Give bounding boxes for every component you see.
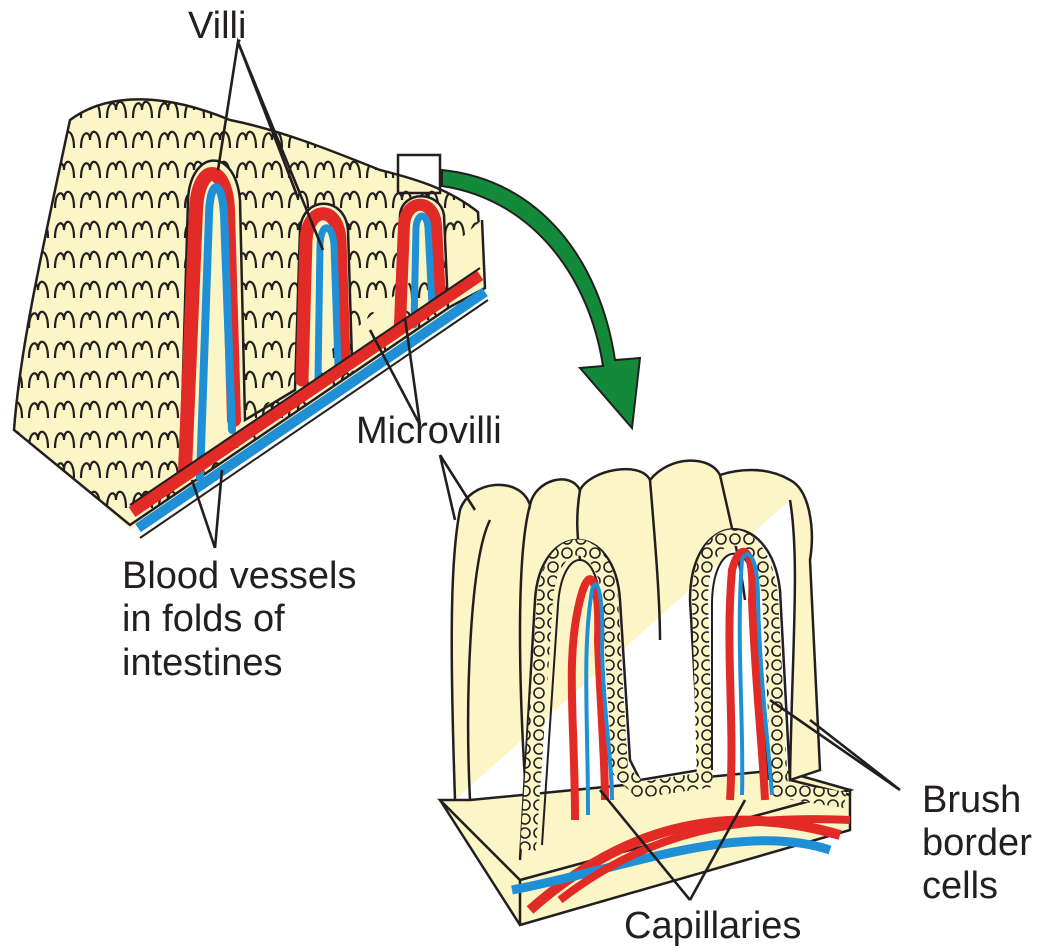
label-brush-border-line-3: cells (922, 865, 998, 907)
label-brush-border-line-1: Brush (922, 779, 1021, 821)
label-brush-border-line-2: border (922, 822, 1032, 864)
label-villi: Villi (188, 5, 246, 47)
label-blood-vessels-line-1: Blood vessels (122, 555, 356, 597)
magnified-villi-block (440, 461, 850, 925)
label-microvilli: Microvilli (356, 410, 502, 452)
label-blood-vessels-line-3: intestines (122, 642, 283, 684)
intestinal-wall-block (12, 99, 488, 538)
label-capillaries: Capillaries (624, 905, 801, 947)
label-blood-vessels-line-2: in folds of (122, 598, 285, 640)
